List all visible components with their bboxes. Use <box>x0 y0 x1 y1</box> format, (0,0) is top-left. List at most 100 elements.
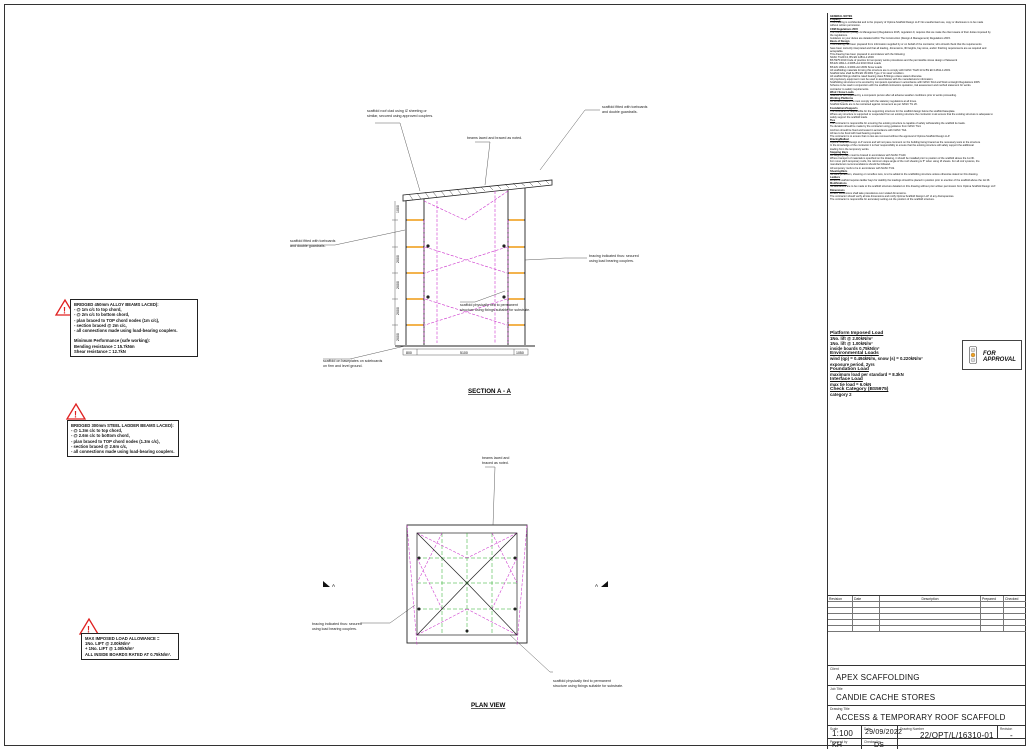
revision-table: Revision Date Description Prepared Check… <box>828 595 1026 666</box>
note-line: Scaffold tube shall be BS EN 39:2001 Typ… <box>830 71 905 75</box>
svg-text:!: ! <box>63 306 66 316</box>
note-beams-laced: beams laced and braced as noted. <box>467 136 522 140</box>
note-heading: Wind / Snow Loads <box>830 90 854 94</box>
client-row: Client APEX SCAFFOLDING <box>828 665 1026 685</box>
drawing-date: 29/09/2022 <box>865 729 903 736</box>
approval-stamp: FOR APPROVAL <box>962 340 1022 370</box>
general-notes-title: GENERAL NOTES <box>830 15 853 18</box>
dim-span: 5100 <box>460 351 468 355</box>
note-line: All working platforms must comply with t… <box>830 100 917 104</box>
rev-col-date: Date <box>852 596 880 602</box>
note-line: Written dimensions shall take precedence… <box>830 191 907 195</box>
svg-text:!: ! <box>74 410 77 420</box>
note-line: Scheme to be read in conjunction with th… <box>830 84 972 88</box>
note-line: contractor to satisfy requirements. <box>830 87 870 91</box>
note-heading: Property <box>830 18 841 22</box>
rev-col-description: Description <box>879 596 981 602</box>
client-name: APEX SCAFFOLDING <box>836 673 920 682</box>
note-line: The contractor is responsible for ensuri… <box>830 122 966 126</box>
rev-col-checked: Checked <box>1003 596 1026 602</box>
dim-right-bay: 1050 <box>516 351 524 355</box>
note-line: Guidance on your duties are detailed wit… <box>830 37 951 41</box>
note-line: Scaffold to be inspected by a competent … <box>830 93 957 97</box>
steel-beam-note: BRIDGED 300mm STEEL LADDER BEAMS LACED):… <box>67 420 179 457</box>
drawing-title: ACCESS & TEMPORARY ROOF SCAFFOLD <box>836 713 1006 722</box>
dim-lift-1: 2000 <box>396 333 400 341</box>
drawing-canvas: 2000 2000 2000 2000 1000 800 5100 1050 <box>54 105 648 709</box>
note-line: All scaffold fittings shall be rated bea… <box>830 74 923 78</box>
note-line: Where any structure is supported or susp… <box>830 112 993 116</box>
note-line: The contractor is responsible for accura… <box>830 198 935 202</box>
note-line: No alterations are to be made to the sca… <box>830 185 996 189</box>
note-line: The contractor is to ensure that no ties… <box>830 134 951 138</box>
rev-col-revision: Revision <box>828 596 853 602</box>
section-title: SECTION A - A <box>468 388 511 395</box>
note-line: Scaffold boards are to be restrained aga… <box>830 103 918 107</box>
section-elevation: 2000 2000 2000 2000 1000 800 5100 1050 <box>290 105 648 395</box>
drawing-number: 22/OPT/L/16310-01 <box>920 731 994 740</box>
alloy-beam-note: BRIDGED 450mm ALLOY BEAMS LACED): - @ 1m… <box>70 299 198 357</box>
drawing-revision: - <box>1010 731 1013 740</box>
note-line: The contractor is responsible for the su… <box>830 109 956 113</box>
note-line: acceptable. <box>830 49 844 53</box>
note-heading: Foundations/Supports <box>830 106 858 110</box>
note-line: BS EN 1991-1-3:2003+AC:2009 Snow Loads <box>830 65 882 69</box>
job-title: CANDIE CACHE STORES <box>836 693 936 702</box>
note-line: Optima Scaffold Design LLP cannot and wi… <box>830 141 981 145</box>
prepared-by: KH <box>832 742 843 749</box>
note-line: Where a scaffold requires ladder bays fo… <box>830 179 991 183</box>
note-line: All stepping bays must be braced in acco… <box>830 153 907 157</box>
note-line: Tie duration should be made by the contr… <box>830 125 922 129</box>
note-line: For mono pitch temporary roofs, the mini… <box>830 160 980 164</box>
rev-col-prepared: Prepared <box>980 596 1004 602</box>
checked-by: DS <box>874 742 885 749</box>
note-line: NASC TG20:13, BS EN 12811-1:2003 <box>830 56 874 60</box>
drawing-sheet: 2000 2000 2000 2000 1000 800 5100 1050 <box>4 4 1027 749</box>
note-line: Where transport of materials is specifie… <box>830 157 975 161</box>
note-line: BS EN 1991-1-4:2005+A1:2010 Wind Loads <box>830 62 881 66</box>
note-line: The Construction (Design & Management) R… <box>830 30 991 34</box>
svg-text:!: ! <box>87 625 90 635</box>
note-line: All temporary roofs to be in accordance … <box>830 166 895 170</box>
note-heading: Bracing/Ballast <box>830 138 849 142</box>
imposed-load-note: MAX IMPOSED LOAD ALLOWANCE = 1No. LIFT @… <box>81 633 179 660</box>
traffic-light-icon <box>969 346 977 364</box>
dim-lift-2: 2000 <box>396 307 400 315</box>
section-marker-right: A <box>595 583 598 588</box>
warning-icon: ! <box>54 298 76 316</box>
dim-left-bay: 800 <box>406 351 412 355</box>
dim-lift-5: 1000 <box>396 205 400 213</box>
note-heading: Working Platforms <box>830 97 854 101</box>
note-line: This drawing has been prepared in accord… <box>830 52 906 56</box>
note-line: Anchors should be fixed and tested in ac… <box>830 128 908 132</box>
dim-lift-3: 2000 <box>396 281 400 289</box>
note-line: No wind protection, sheeting or monoflex… <box>830 172 979 176</box>
note-heading: Sheeting/Nets <box>830 169 848 173</box>
note-heading: Ladders <box>830 175 841 179</box>
drawing-scale: 1:100 <box>832 729 854 738</box>
info-row-2: Prepared by KH Checked by DS <box>828 738 1026 749</box>
note-line: The contractor should verify all site di… <box>830 194 955 198</box>
note-heading: Dimensions <box>830 188 845 192</box>
warning-icon: ! <box>65 402 87 420</box>
note-heading: CDM Regulations 2015 <box>830 27 858 31</box>
note-line: In the knowledge of the contractor it is… <box>830 144 974 148</box>
dim-lift-4: 2000 <box>396 255 400 263</box>
note-heading: Basis of Design <box>830 40 850 44</box>
note-line: Scaffolding structures to be erected by … <box>830 81 981 85</box>
note-line: the regulations. <box>830 33 848 37</box>
plan-title: PLAN VIEW <box>471 702 506 709</box>
note-heading: Ties <box>830 119 836 123</box>
note-line: manufacturers recommendations should be … <box>830 163 891 167</box>
note-line: loading from the temporary works. <box>830 147 870 151</box>
